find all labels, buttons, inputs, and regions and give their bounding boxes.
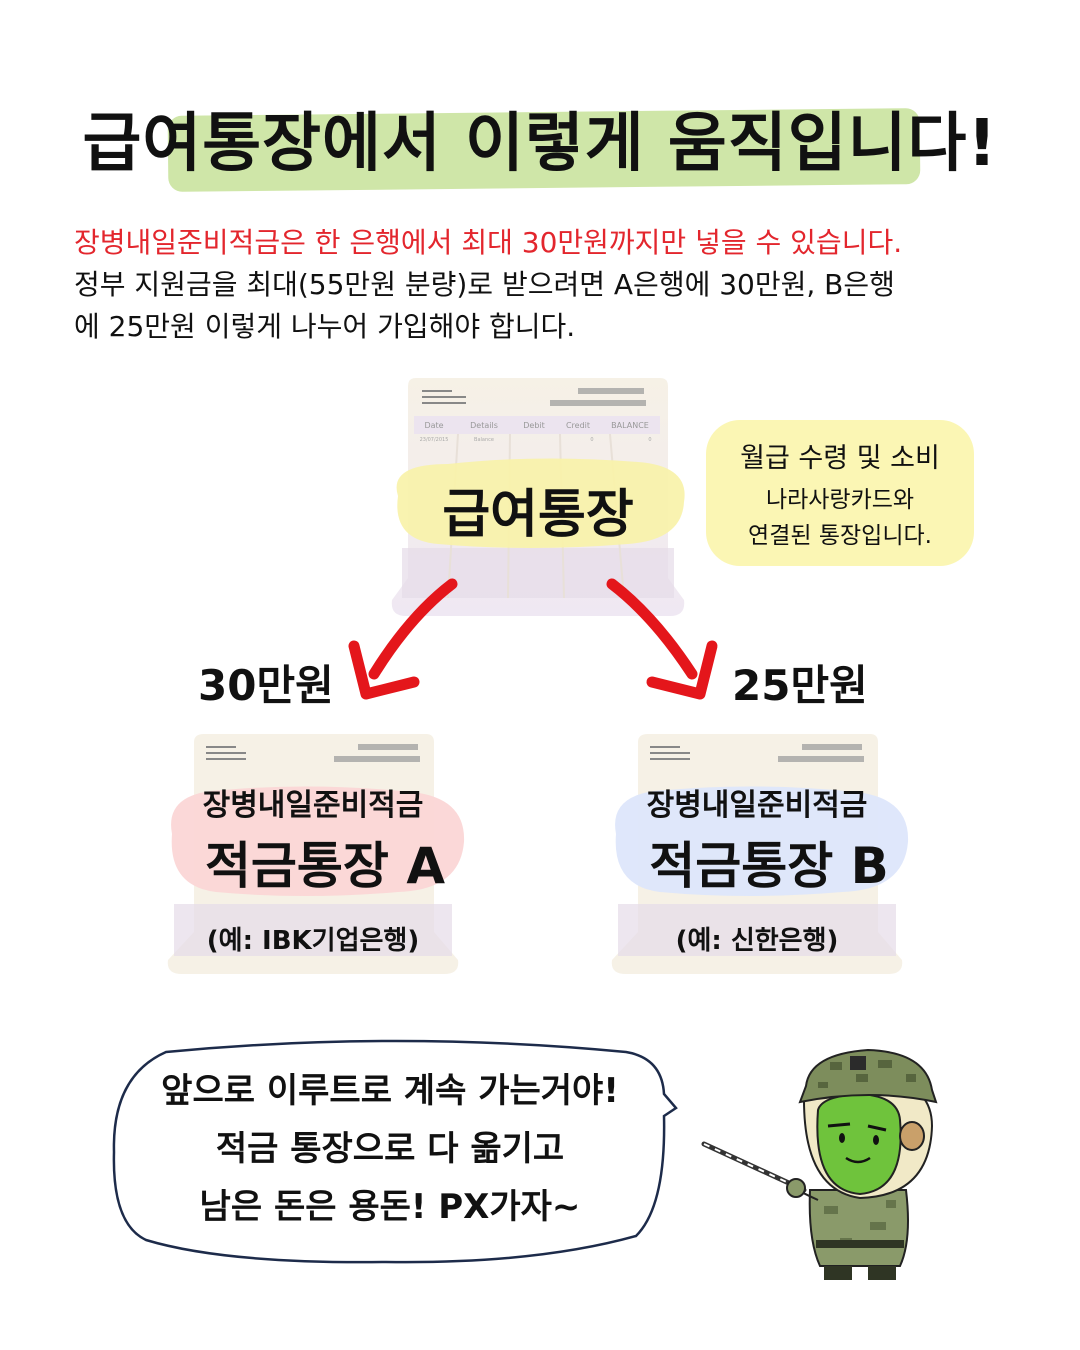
amount-a: 30만원 (198, 661, 334, 710)
savings-b-top-label: 장병내일준비적금 (646, 788, 868, 823)
salary-account-label: 급여통장 (442, 485, 634, 545)
intro-text: 장병내일준비적금은 한 은행에서 최대 30만원까지만 넣을 수 있습니다. 정… (74, 222, 1014, 348)
intro-line-1: 장병내일준비적금은 한 은행에서 최대 30만원까지만 넣을 수 있습니다. (74, 226, 903, 259)
savings-a-bank: (예: IBK기업은행) (206, 926, 420, 956)
ledger-col-debit: Debit (523, 421, 545, 430)
red-arrow-icon (606, 578, 718, 700)
note-line-3-text: 연결된 통장입니다. (748, 523, 932, 549)
savings-card-b: 장병내일준비적금 적금통장 B (예: 신한은행) (604, 734, 910, 974)
savings-b-main-label: 적금통장 B (649, 837, 889, 895)
salary-blob (396, 458, 685, 548)
savings-a-top-label: 장병내일준비적금 (202, 788, 424, 823)
ledger-col-details: Details (470, 421, 498, 430)
savings-card-a: 장병내일준비적금 적금통장 A (예: IBK기업은행) (160, 734, 466, 974)
speech-bubble (112, 1039, 678, 1264)
ledger-credit: 0 (590, 437, 593, 443)
soldier-character-icon (701, 1048, 938, 1280)
salary-account-card: Date Details Debit Credit BALANCE 23/07/… (388, 378, 688, 616)
intro-line-2: 정부 지원금을 최대(55만원 분량)로 받으려면 A은행에 30만원, B은행 (74, 268, 895, 301)
pointer-stick-icon (701, 1141, 807, 1193)
note-background (706, 420, 974, 566)
savings-b-bank: (예: 신한은행) (675, 926, 839, 956)
ledger-details: Balance (474, 437, 494, 443)
savings-a-main-label: 적금통장 A (204, 837, 446, 895)
ledger-col-date: Date (424, 421, 443, 430)
salary-note: 월급 수령 및 소비 나라사랑카드와 연결된 통장입니다. (706, 420, 974, 566)
note-line-2: 나라사랑카드와 연결된 통장입니다. (706, 482, 974, 554)
speech-line-1: 앞으로 이루트로 계속 가는거야! (161, 1071, 619, 1111)
ledger-balance: 0 (648, 437, 651, 443)
red-arrow-icon (348, 578, 458, 700)
page-title: 급여통장에서 이렇게 움직입니다! (82, 107, 998, 181)
savings-a-blob (171, 786, 465, 896)
speech-text: 앞으로 이루트로 계속 가는거야! 적금 통장으로 다 옮기고 남은 돈은 용돈… (130, 1062, 650, 1236)
note-line-2-text: 나라사랑카드와 (765, 487, 915, 513)
note-line-1: 월급 수령 및 소비 (740, 443, 940, 474)
speech-line-2: 적금 통장으로 다 옮기고 (215, 1129, 565, 1169)
speech-line-3: 남은 돈은 용돈! PX가자~ (199, 1187, 581, 1227)
ledger-date: 23/07/2015 (420, 437, 449, 443)
intro-line-3: 에 25만원 이렇게 나누어 가입해야 합니다. (74, 310, 576, 343)
amount-b: 25만원 (732, 661, 868, 710)
savings-b-blob (615, 786, 909, 896)
ledger-col-balance: BALANCE (611, 421, 649, 430)
ledger-col-credit: Credit (566, 421, 590, 430)
